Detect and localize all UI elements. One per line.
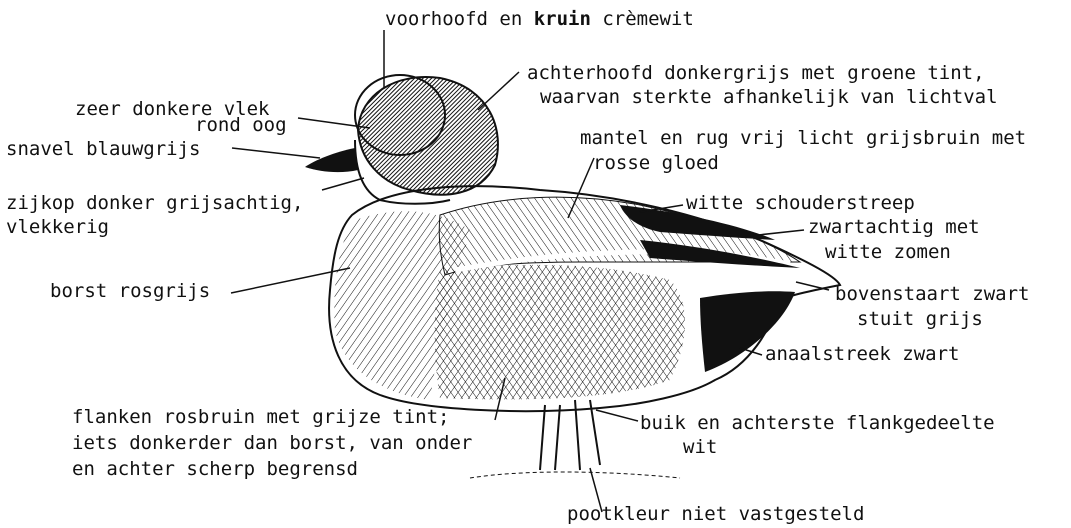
label-hindcrown-1: achterhoofd donkergrijs met groene tint, bbox=[527, 62, 985, 84]
label-leg-color: pootkleur niet vastgesteld bbox=[567, 503, 864, 525]
duck-bill bbox=[305, 148, 358, 172]
duck-head-dark bbox=[358, 77, 498, 195]
label-uppertail-2: stuit grijs bbox=[857, 308, 983, 330]
label-bill: snavel blauwgrijs bbox=[6, 138, 200, 160]
label-tertials-1: zwartachtig met bbox=[808, 216, 980, 238]
label-breast: borst rosgrijs bbox=[50, 280, 210, 302]
label-cheek-1: zijkop donker grijsachtig, bbox=[6, 192, 303, 214]
label-shoulder-stripe: witte schouderstreep bbox=[686, 192, 915, 214]
label-flanks-1: flanken rosbruin met grijze tint; bbox=[72, 406, 450, 428]
label-flanks-3: en achter scherp begrensd bbox=[72, 458, 358, 480]
label-mantle-2: rosse gloed bbox=[593, 152, 719, 174]
label-flanks-2: iets donkerder dan borst, van onder bbox=[72, 432, 472, 454]
label-cheek-2: vlekkerig bbox=[6, 216, 109, 238]
label-tertials-2: witte zomen bbox=[825, 241, 951, 263]
label-forehead: voorhoofd en kruin crèmewit bbox=[385, 8, 694, 30]
label-hindcrown-2: waarvan sterkte afhankelijk van lichtval bbox=[540, 86, 998, 108]
label-belly-2: wit bbox=[683, 436, 717, 458]
label-mantle-1: mantel en rug vrij licht grijsbruin met bbox=[580, 127, 1026, 149]
label-uppertail-1: bovenstaart zwart bbox=[835, 283, 1029, 305]
label-anal-stripe: anaalstreek zwart bbox=[765, 343, 959, 365]
label-eye-patch-2: rond oog bbox=[195, 114, 287, 136]
label-belly-1: buik en achterste flankgedeelte bbox=[640, 412, 995, 434]
